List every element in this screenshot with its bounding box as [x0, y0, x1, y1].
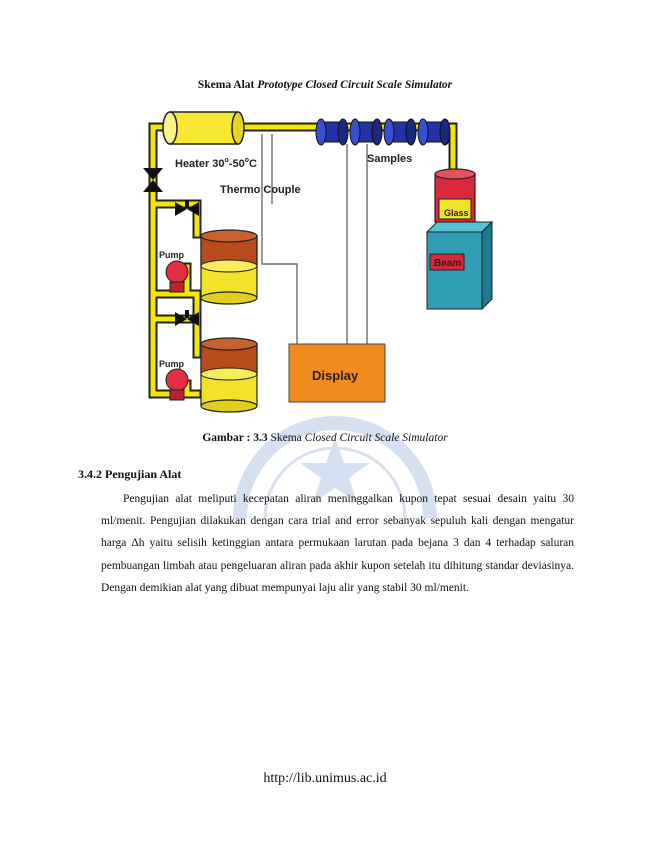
figure-title: Skema Alat Prototype Closed Circuit Scal…	[0, 79, 650, 91]
closed-circuit-diagram: Heater 30o-50oC Samples Thermo Couple	[143, 111, 494, 413]
watermark-seal-icon	[233, 416, 437, 519]
tank-top	[200, 229, 258, 305]
figure-caption: Gambar : 3.3 Skema Closed Circuit Scale …	[0, 432, 650, 444]
valve-main-icon	[143, 168, 163, 192]
samples-coupons	[315, 118, 451, 146]
tank-bottom	[200, 337, 258, 413]
caption-number: Gambar : 3.3	[202, 432, 268, 444]
signal-wires	[261, 134, 368, 344]
valve-bottom-icon	[175, 310, 199, 326]
glass-container	[434, 168, 476, 223]
section-heading: 3.4.2 Pengujian Alat	[78, 467, 182, 481]
beam-balance	[425, 220, 494, 311]
pump-top-icon	[165, 260, 189, 293]
body-paragraph: Pengujian alat meliputi kecepatan aliran…	[101, 493, 574, 594]
caption-text: Skema	[267, 432, 305, 444]
beam-label: Beam	[434, 258, 461, 269]
pump-bottom-icon	[165, 368, 189, 401]
thermo-couple-label: Thermo Couple	[220, 184, 301, 196]
figure-title-prefix: Skema Alat	[197, 79, 258, 91]
figure-title-italic: Prototype Closed Circuit Scale Simulator	[257, 79, 453, 91]
pump-top-label: Pump	[159, 250, 185, 260]
samples-label: Samples	[367, 153, 412, 165]
footer-url[interactable]: http://lib.unimus.ac.id	[263, 771, 387, 786]
glass-label: Glass	[444, 208, 469, 218]
pump-bottom-label: Pump	[159, 359, 185, 369]
caption-italic: Closed Circuit Scale Simulator	[304, 432, 448, 444]
display-box	[288, 343, 386, 403]
heater	[162, 111, 245, 145]
display-label: Display	[312, 368, 359, 383]
heater-label: Heater 30o-50oC	[175, 157, 257, 170]
valve-top-icon	[175, 200, 199, 216]
